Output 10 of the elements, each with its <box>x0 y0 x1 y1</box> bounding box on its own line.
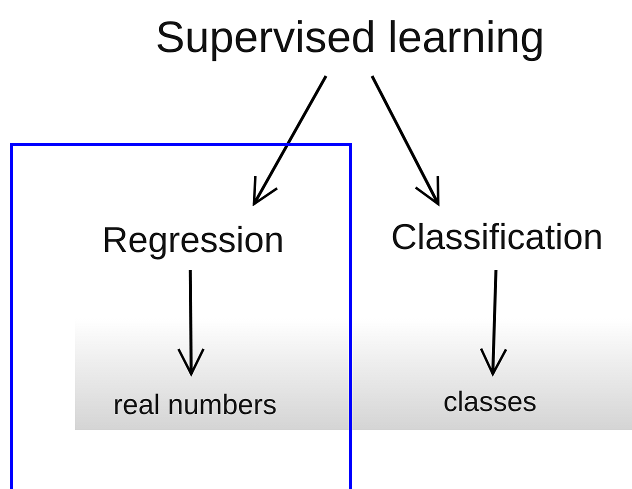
arrow <box>177 270 205 376</box>
arrow <box>252 75 328 206</box>
node-label: Classification <box>366 212 628 262</box>
node-label: Supervised learning <box>108 8 592 68</box>
node-label: Regression <box>83 215 303 265</box>
node-label: classes <box>420 382 560 422</box>
arrow <box>370 75 440 206</box>
highlight-frame <box>10 143 352 489</box>
node-label: real numbers <box>83 385 307 425</box>
arrow <box>480 270 508 376</box>
